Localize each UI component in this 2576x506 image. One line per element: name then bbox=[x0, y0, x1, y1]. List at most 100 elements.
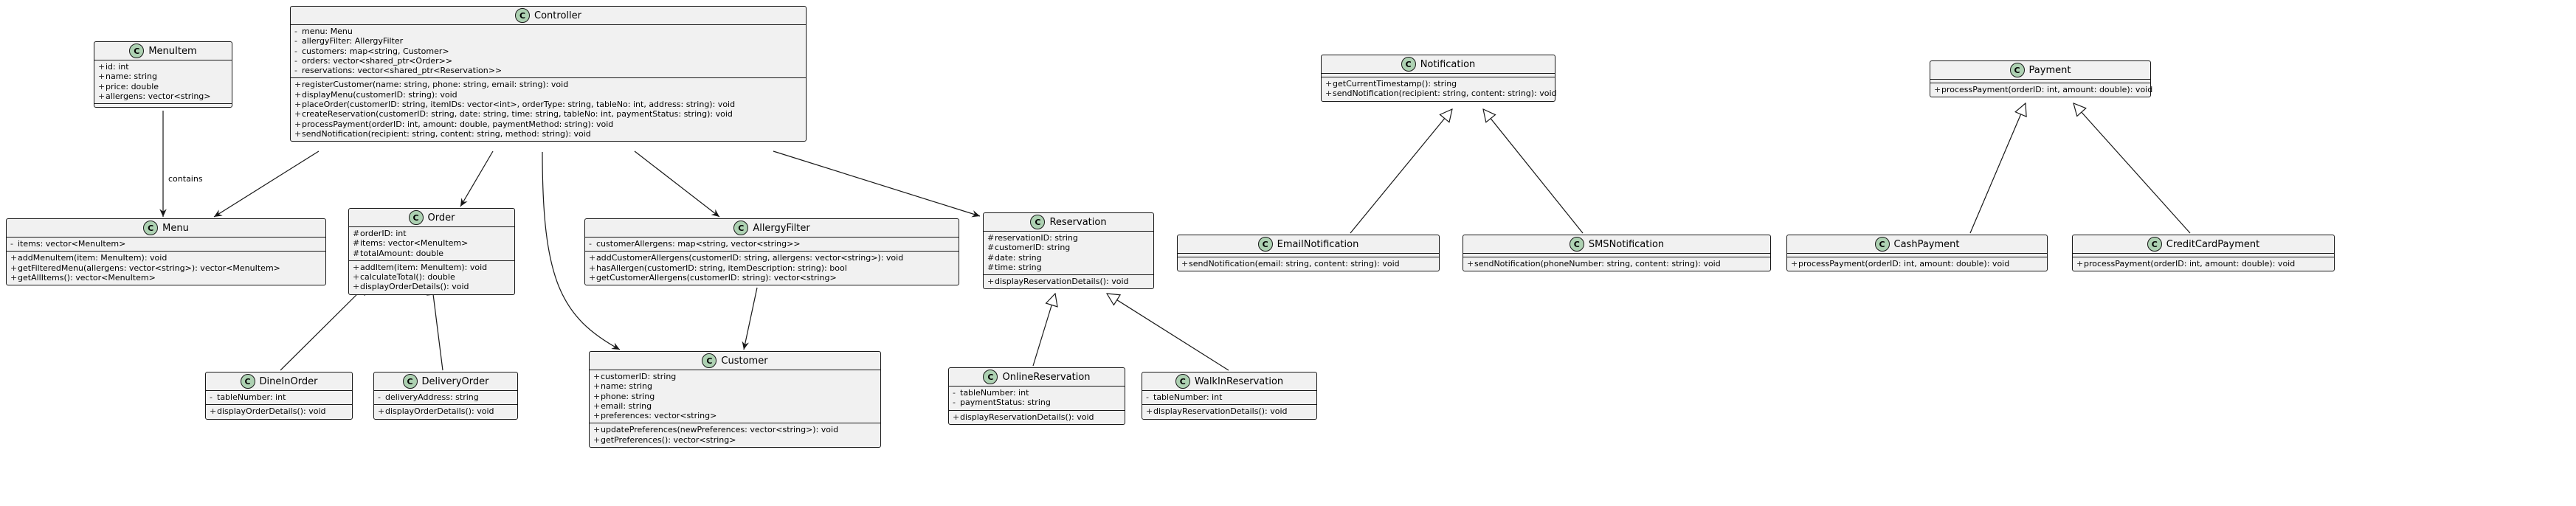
attribute-text: orderID: int bbox=[360, 229, 407, 238]
method-row: +displayOrderDetails(): void bbox=[206, 406, 352, 416]
attribute-row: +preferences: vector<string> bbox=[590, 411, 880, 420]
method-text: processPayment(orderID: int, amount: dou… bbox=[1798, 259, 2010, 268]
class-attributes: #reservationID: string#customerID: strin… bbox=[984, 232, 1153, 276]
class-attributes bbox=[1787, 254, 2047, 257]
method-text: getFilteredMenu(allergens: vector<string… bbox=[18, 263, 280, 273]
method-text: getCurrentTimestamp(): string bbox=[1333, 79, 1457, 89]
attribute-text: name: string bbox=[601, 381, 652, 392]
relation-label: contains bbox=[168, 174, 203, 184]
inheritance-line bbox=[280, 283, 369, 371]
inheritance-line bbox=[432, 283, 443, 371]
visibility-marker: + bbox=[589, 253, 596, 263]
class-c-icon: C bbox=[1401, 57, 1416, 72]
method-text: addCustomerAllergens(customerID: string,… bbox=[596, 253, 904, 263]
visibility-marker: + bbox=[593, 434, 601, 445]
class-methods: +processPayment(orderID: int, amount: do… bbox=[2073, 257, 2334, 271]
class-methods: +updatePreferences(newPreferences: vecto… bbox=[590, 423, 880, 447]
attribute-row: #totalAmount: double bbox=[349, 249, 514, 258]
class-attributes: -tableNumber: int bbox=[1142, 391, 1316, 406]
inheritance-line bbox=[1969, 103, 2026, 234]
class-name: SMSNotification bbox=[1588, 238, 1665, 250]
method-text: getAllItems(): vector<MenuItem> bbox=[18, 272, 156, 283]
method-text: calculateTotal(): double bbox=[360, 272, 455, 283]
class-c-icon: C bbox=[733, 221, 749, 235]
visibility-marker: + bbox=[294, 128, 302, 139]
class-attributes: -tableNumber: int-paymentStatus: string bbox=[949, 387, 1125, 411]
visibility-marker: # bbox=[353, 229, 360, 238]
method-row: +processPayment(orderID: int, amount: do… bbox=[2073, 259, 2334, 268]
class-attributes bbox=[1322, 74, 1555, 77]
visibility-marker: # bbox=[987, 262, 995, 272]
attribute-text: reservations: vector<shared_ptr<Reservat… bbox=[302, 66, 503, 76]
method-row: +sendNotification(email: string, content… bbox=[1178, 259, 1439, 268]
method-text: displayOrderDetails(): void bbox=[217, 406, 326, 417]
association-line bbox=[213, 150, 320, 218]
visibility-marker: + bbox=[294, 100, 302, 110]
class-name: CashPayment bbox=[1893, 238, 1960, 250]
method-text: addMenuItem(item: MenuItem): void bbox=[18, 253, 168, 263]
attribute-row: -reservations: vector<shared_ptr<Reserva… bbox=[291, 66, 806, 75]
class-name: Order bbox=[427, 212, 455, 223]
class-methods: +sendNotification(phoneNumber: string, c… bbox=[1463, 257, 1770, 271]
inheritance-line bbox=[1032, 294, 1055, 367]
method-row: +registerCustomer(name: string, phone: s… bbox=[291, 80, 806, 89]
method-row: +getAllItems(): vector<MenuItem> bbox=[7, 273, 325, 283]
attribute-text: deliveryAddress: string bbox=[385, 392, 479, 402]
association-line bbox=[542, 151, 621, 350]
visibility-marker: + bbox=[593, 391, 601, 401]
visibility-marker: + bbox=[1467, 259, 1474, 268]
class-c-icon: C bbox=[1175, 374, 1190, 389]
visibility-marker: + bbox=[98, 91, 106, 101]
visibility-marker: + bbox=[2076, 259, 2084, 268]
visibility-marker: - bbox=[210, 392, 213, 402]
method-text: displayOrderDetails(): void bbox=[385, 406, 494, 417]
method-row: +calculateTotal(): double bbox=[349, 272, 514, 282]
attribute-row: +email: string bbox=[590, 401, 880, 411]
method-row: +createReservation(customerID: string, d… bbox=[291, 109, 806, 119]
class-name: Controller bbox=[534, 10, 581, 21]
method-text: getCustomerAllergens(customerID: string)… bbox=[596, 272, 837, 283]
method-row: +displayReservationDetails(): void bbox=[949, 412, 1125, 422]
attribute-row: -tableNumber: int bbox=[949, 388, 1125, 398]
class-c-icon: C bbox=[408, 210, 424, 225]
visibility-marker: + bbox=[1146, 406, 1153, 417]
class-c-icon: C bbox=[1874, 237, 1890, 252]
attribute-text: reservationID: string bbox=[995, 233, 1078, 243]
visibility-marker: - bbox=[294, 55, 297, 66]
visibility-marker: - bbox=[953, 398, 956, 408]
class-name: WalkInReservation bbox=[1194, 375, 1284, 387]
visibility-marker: + bbox=[98, 62, 106, 72]
attribute-text: name: string bbox=[106, 72, 157, 82]
visibility-marker: # bbox=[353, 238, 360, 249]
visibility-marker: - bbox=[294, 46, 297, 56]
visibility-marker: + bbox=[210, 406, 217, 417]
class-c-icon: C bbox=[702, 353, 717, 368]
class-name: MenuItem bbox=[148, 45, 197, 57]
method-text: sendNotification(recipient: string, cont… bbox=[302, 128, 591, 139]
visibility-marker: + bbox=[353, 272, 360, 283]
method-text: updatePreferences(newPreferences: vector… bbox=[601, 425, 839, 435]
method-row: +getFilteredMenu(allergens: vector<strin… bbox=[7, 263, 325, 273]
class-name: CreditCardPayment bbox=[2166, 238, 2260, 250]
attribute-row: +customerID: string bbox=[590, 372, 880, 381]
attribute-text: items: vector<MenuItem> bbox=[360, 238, 469, 249]
class-name: AllergyFilter bbox=[753, 222, 810, 234]
inheritance-line bbox=[1107, 294, 1229, 371]
inheritance-line bbox=[2073, 103, 2191, 234]
class-attributes bbox=[1178, 254, 1439, 257]
attribute-row: #time: string bbox=[984, 263, 1153, 272]
attribute-text: menu: Menu bbox=[302, 27, 353, 36]
